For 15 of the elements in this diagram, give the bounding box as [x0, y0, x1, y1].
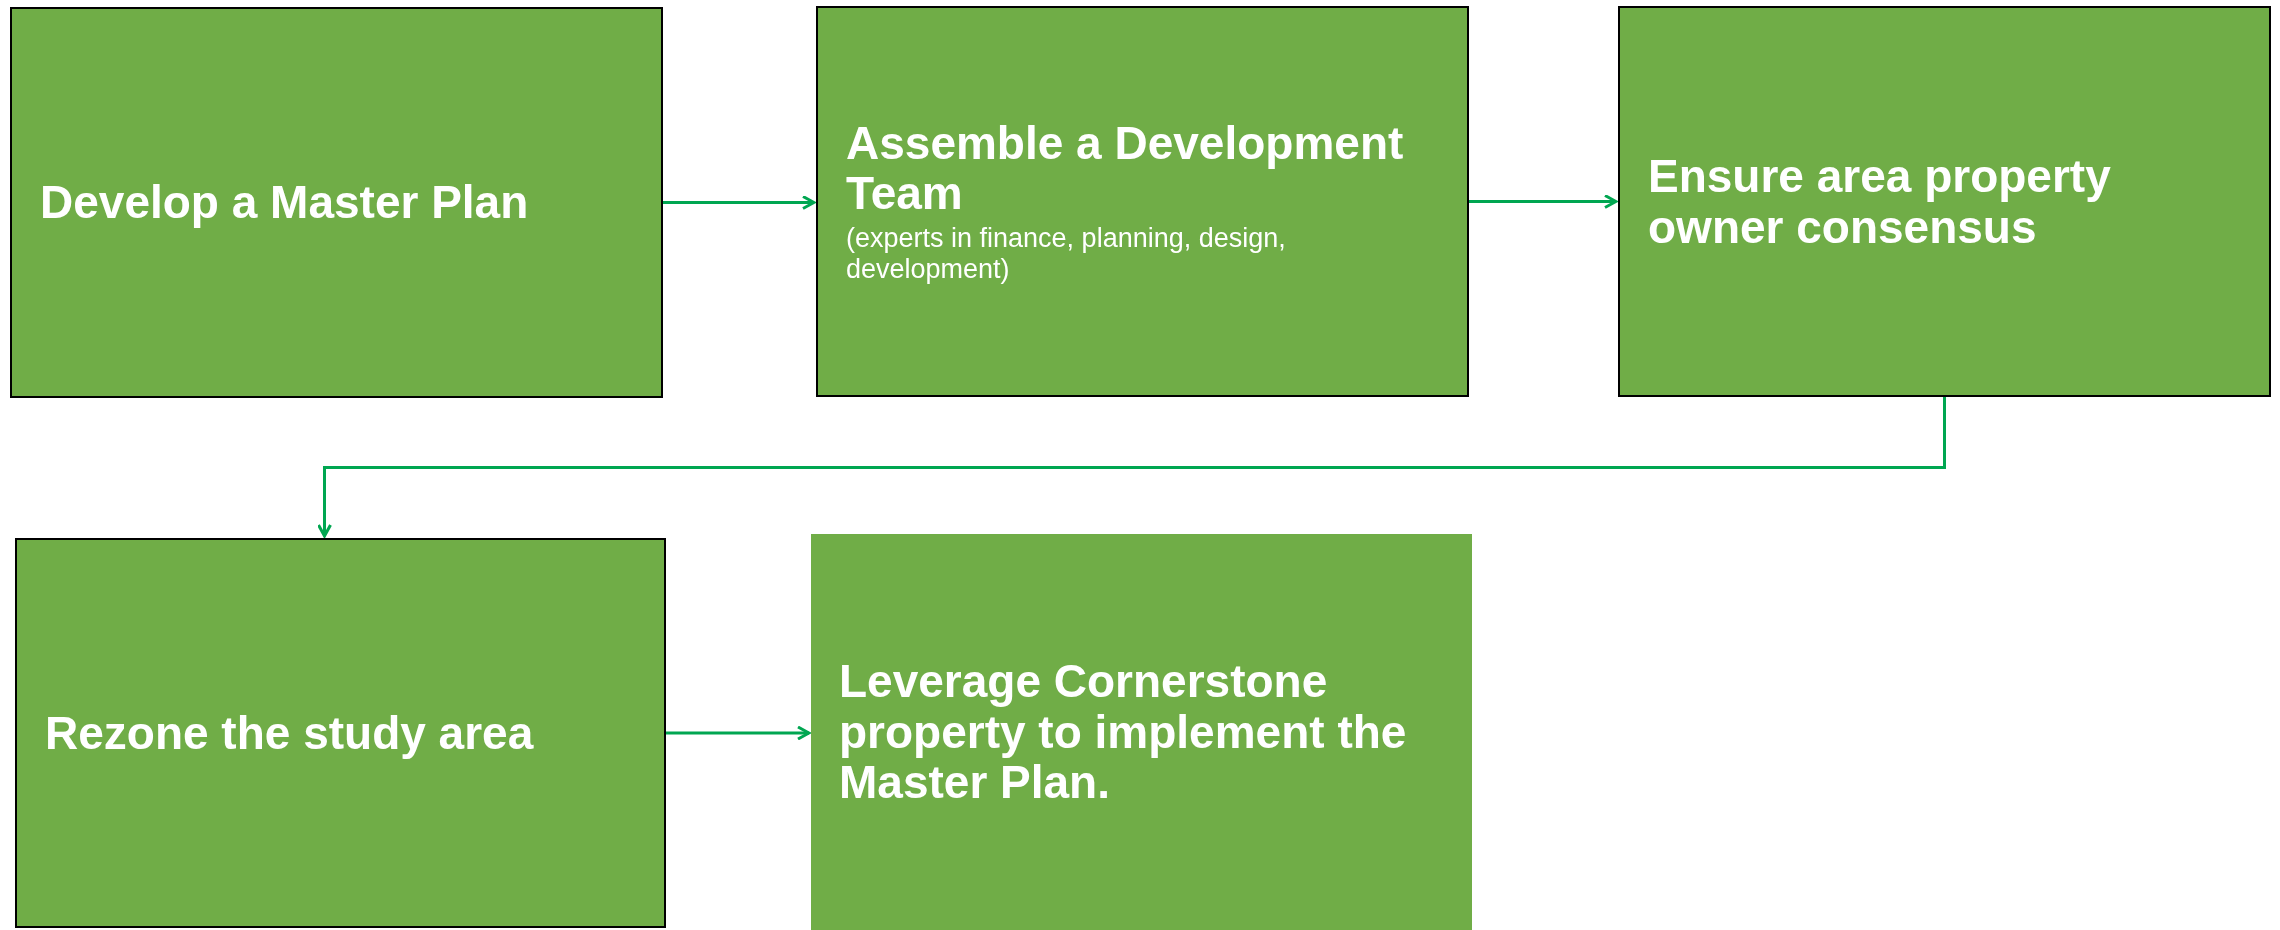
step-title: Develop a Master Plan — [40, 177, 530, 228]
process-box — [811, 534, 1472, 930]
process-box — [10, 7, 663, 398]
arrow — [666, 725, 811, 741]
arrow — [1469, 194, 1618, 209]
step-title: Ensure area property owner consensus — [1648, 150, 2112, 253]
step-title: Leverage Cornerstone property to implement the Master Plan. — [839, 656, 1408, 808]
step-title: Rezone the study area — [45, 707, 535, 759]
arrow — [663, 195, 816, 210]
process-box — [816, 6, 1469, 397]
process-box — [1618, 6, 2271, 397]
process-box — [15, 538, 666, 928]
step-note: (experts in finance, planning, design, development) — [846, 223, 1287, 286]
arrow — [317, 397, 1946, 538]
step-title: Assemble a Development Team — [846, 117, 1405, 220]
